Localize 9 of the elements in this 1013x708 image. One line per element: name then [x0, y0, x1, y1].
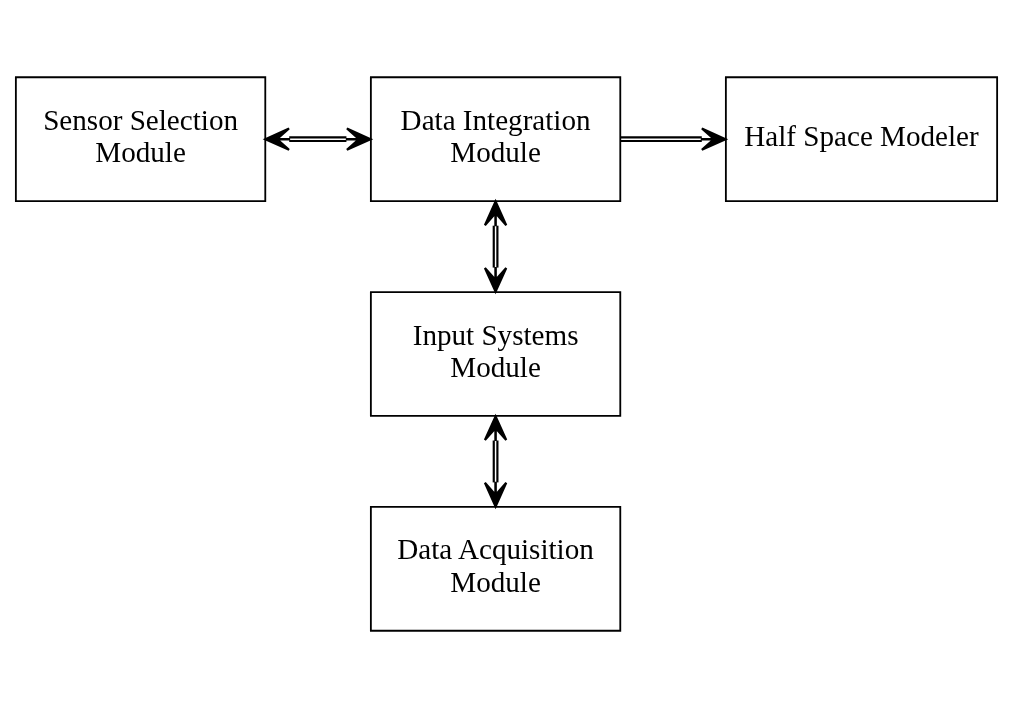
node-box: Data Integration Module [369, 76, 622, 202]
node-box: Input Systems Module [369, 291, 622, 417]
node-box: Half Space Modeler [724, 76, 999, 202]
node-box: Sensor Selection Module [14, 76, 267, 202]
node-box: Data Acquisition Module [369, 506, 622, 632]
arrow [483, 200, 508, 293]
arrow [620, 127, 727, 151]
arrow [264, 127, 372, 151]
arrow [483, 415, 508, 508]
